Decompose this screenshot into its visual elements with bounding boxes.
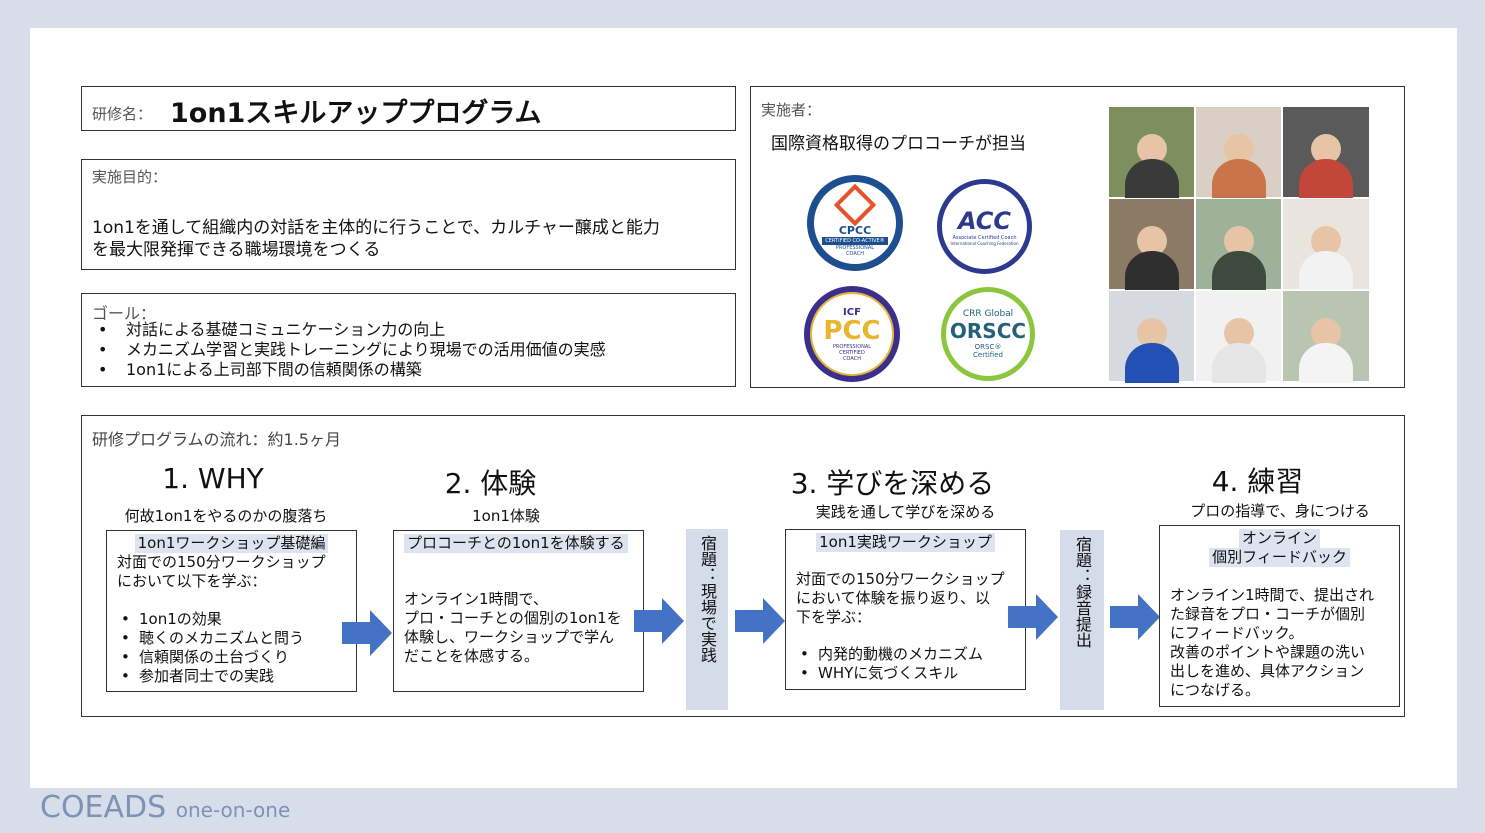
coach-photo (1108, 106, 1195, 200)
cpcc-badge-sub: CERTIFIED CO-ACTIVE® (822, 236, 888, 245)
step-1-bullet: 信頼関係の土台づくり (117, 648, 356, 667)
footer-brand-suffix: one-on-one (175, 798, 291, 822)
step-3-card-line: において体験を振り返り、以 (796, 589, 990, 607)
arrow-right-icon (735, 598, 785, 644)
step-3-card: 1on1実践ワークショップ 対面での150分ワークショップ において体験を振り返… (785, 529, 1026, 690)
cpcc-badge-sub3: COACH (846, 250, 864, 257)
arrow-right-icon (1008, 594, 1058, 640)
coach-photo (1282, 290, 1370, 384)
purpose-box: 実施目的： 1on1を通して組織内の対話を主体的に行うことで、カルチャー醸成と能… (81, 159, 736, 270)
acc-badge-sub: Associate Certified Coach (952, 235, 1017, 241)
purpose-text: 1on1を通して組織内の対話を主体的に行うことで、カルチャー醸成と能力 を最大限… (92, 217, 732, 261)
cpcc-logo-icon (833, 183, 877, 226)
step-4-card-line: た録音をプロ・コーチが個別 (1170, 605, 1366, 623)
step-1-card-head: 1on1ワークショップ基礎編 (134, 534, 329, 553)
cpcc-badge: CPCC CERTIFIED CO-ACTIVE® PROFESSIONAL C… (807, 175, 903, 271)
step-4-card-line: につなげる。 (1170, 681, 1261, 699)
coach-photo (1282, 106, 1370, 200)
goal-box: ゴール： 対話による基礎コミュニケーション力の向上 メカニズム学習と実践トレーニ… (81, 293, 736, 387)
step-3-bullet: 内発的動機のメカニズム (796, 645, 1025, 664)
step-3-card-line: 対面での150分ワークショップ (796, 570, 1005, 588)
coach-photo (1282, 198, 1370, 292)
footer-brand: COEADS one-on-one (40, 790, 290, 825)
pcc-badge: ICF PCC PROFESSIONAL CERTIFIED COACH (804, 286, 900, 382)
acc-badge-name: ACC (957, 207, 1012, 235)
goal-label: ゴール： (92, 304, 157, 323)
step-1-bullet: 参加者同士での実践 (117, 667, 356, 686)
step-4-card-head-2: 個別フィードバック (1209, 548, 1350, 567)
purpose-line-2: を最大限発揮できる職場環境をつくる (92, 240, 381, 260)
acc-badge: ACC Associate Certified Coach Internatio… (937, 179, 1032, 274)
step-4-card-line: オンライン1時間で、提出され (1170, 586, 1374, 604)
pcc-badge-sub2: CERTIFIED (839, 349, 865, 356)
coach-photo (1195, 290, 1282, 384)
step-2-card-line: 体験し、ワークショップで学ん (404, 628, 615, 646)
program-title-label: 研修名： (92, 105, 153, 123)
pcc-badge-name: PCC (823, 315, 881, 346)
arrow-right-icon (1110, 594, 1160, 640)
orscc-badge-name: ORSCC (949, 319, 1027, 343)
instructors-label: 実施者： (761, 101, 822, 119)
step-1-card-line: において以下を学ぶ： (117, 572, 267, 590)
coach-photo (1195, 198, 1282, 292)
orscc-badge: CRR Global ORSCC ORSC® Certified (941, 287, 1035, 381)
step-1-card: 1on1ワークショップ基礎編 対面での150分ワークショップ において以下を学ぶ… (106, 530, 357, 692)
step-3-bullets: 内発的動機のメカニズム WHYに気づくスキル (796, 645, 1025, 683)
orscc-badge-sub: ORSC® (974, 343, 1002, 351)
orscc-badge-top: CRR Global (962, 309, 1014, 319)
goal-item: 1on1による上司部下間の信頼関係の構築 (90, 360, 606, 380)
step-3-bullet: WHYに気づくスキル (796, 664, 1025, 683)
step-2-title: 2. 体験 (444, 467, 537, 500)
program-title-box: 研修名： 1on1スキルアッププログラム (81, 86, 736, 131)
homework-1: 宿題：現場で実践 (686, 529, 728, 710)
flow-label: 研修プログラムの流れ：約1.5ヶ月 (92, 430, 341, 449)
step-1-card-line: 対面での150分ワークショップ (117, 553, 326, 571)
step-4-card-head: オンライン (1238, 529, 1320, 548)
step-2-card-line: だことを体感する。 (404, 647, 540, 665)
step-3-card-line: 下を学ぶ： (796, 608, 872, 626)
step-2-subtitle: 1on1体験 (472, 507, 540, 525)
pcc-badge-sub: PROFESSIONAL (832, 343, 872, 350)
step-4-card-line: 出しを進め、具体アクション (1170, 662, 1365, 680)
goal-list: 対話による基礎コミュニケーション力の向上 メカニズム学習と実践トレーニングにより… (90, 320, 606, 380)
step-1-bullet: 聴くのメカニズムと問う (117, 629, 356, 648)
step-4-card-line: 改善のポイントや課題の洗い (1170, 643, 1366, 661)
arrow-right-icon (342, 610, 392, 656)
instructors-description: 国際資格取得のプロコーチが担当 (771, 134, 1026, 154)
pcc-badge-sub3: COACH (843, 355, 861, 362)
step-4-card: オンライン 個別フィードバック オンライン1時間で、提出され た録音をプロ・コー… (1159, 525, 1400, 707)
coach-photo (1108, 198, 1195, 292)
step-1-bullet: 1on1の効果 (117, 610, 356, 629)
cpcc-badge-name: CPCC (838, 223, 872, 237)
goal-item: メカニズム学習と実践トレーニングにより現場での活用価値の実感 (90, 340, 606, 360)
acc-badge-sub2: International Coaching Federation (950, 241, 1019, 246)
orscc-badge-sub2: Certified (973, 351, 1003, 359)
coach-photo (1195, 106, 1282, 200)
footer-brand-name: COEADS (40, 790, 167, 825)
coach-photo-grid (1108, 106, 1370, 384)
step-1-bullets: 1on1の効果 聴くのメカニズムと問う 信頼関係の土台づくり 参加者同士での実践 (117, 610, 356, 686)
step-2-card-line: プロ・コーチとの個別の1on1を (404, 609, 622, 627)
pcc-badge-top: ICF (843, 306, 861, 318)
step-3-title: 3. 学びを深める (790, 467, 995, 500)
cpcc-badge-sub2: PROFESSIONAL (835, 244, 875, 251)
purpose-label: 実施目的： (92, 168, 168, 186)
program-title: 1on1スキルアッププログラム (170, 98, 542, 129)
step-4-card-line: にフィードバック。 (1170, 624, 1304, 642)
step-1-title: 1. WHY (162, 462, 264, 495)
coach-photo (1108, 290, 1195, 384)
step-4-title: 4. 練習 (1211, 465, 1304, 498)
step-2-card-line: オンライン1時間で、 (404, 590, 548, 608)
step-3-subtitle: 実践を通して学びを深める (815, 503, 996, 521)
step-3-card-head: 1on1実践ワークショップ (816, 533, 995, 552)
step-4-subtitle: プロの指導で、身につける (1190, 502, 1370, 520)
goal-item: 対話による基礎コミュニケーション力の向上 (90, 320, 606, 340)
purpose-line-1: 1on1を通して組織内の対話を主体的に行うことで、カルチャー醸成と能力 (92, 218, 660, 238)
step-2-card: プロコーチとの1on1を体験する オンライン1時間で、 プロ・コーチとの個別の1… (393, 530, 644, 692)
step-2-card-head: プロコーチとの1on1を体験する (404, 534, 628, 553)
instructors-box: 実施者： 国際資格取得のプロコーチが担当 CPCC CERTIFIED CO-A… (750, 86, 1405, 388)
arrow-right-icon (634, 598, 684, 644)
homework-2: 宿題：録音提出 (1060, 530, 1104, 710)
step-1-subtitle: 何故1on1をやるのかの腹落ち (124, 507, 328, 525)
